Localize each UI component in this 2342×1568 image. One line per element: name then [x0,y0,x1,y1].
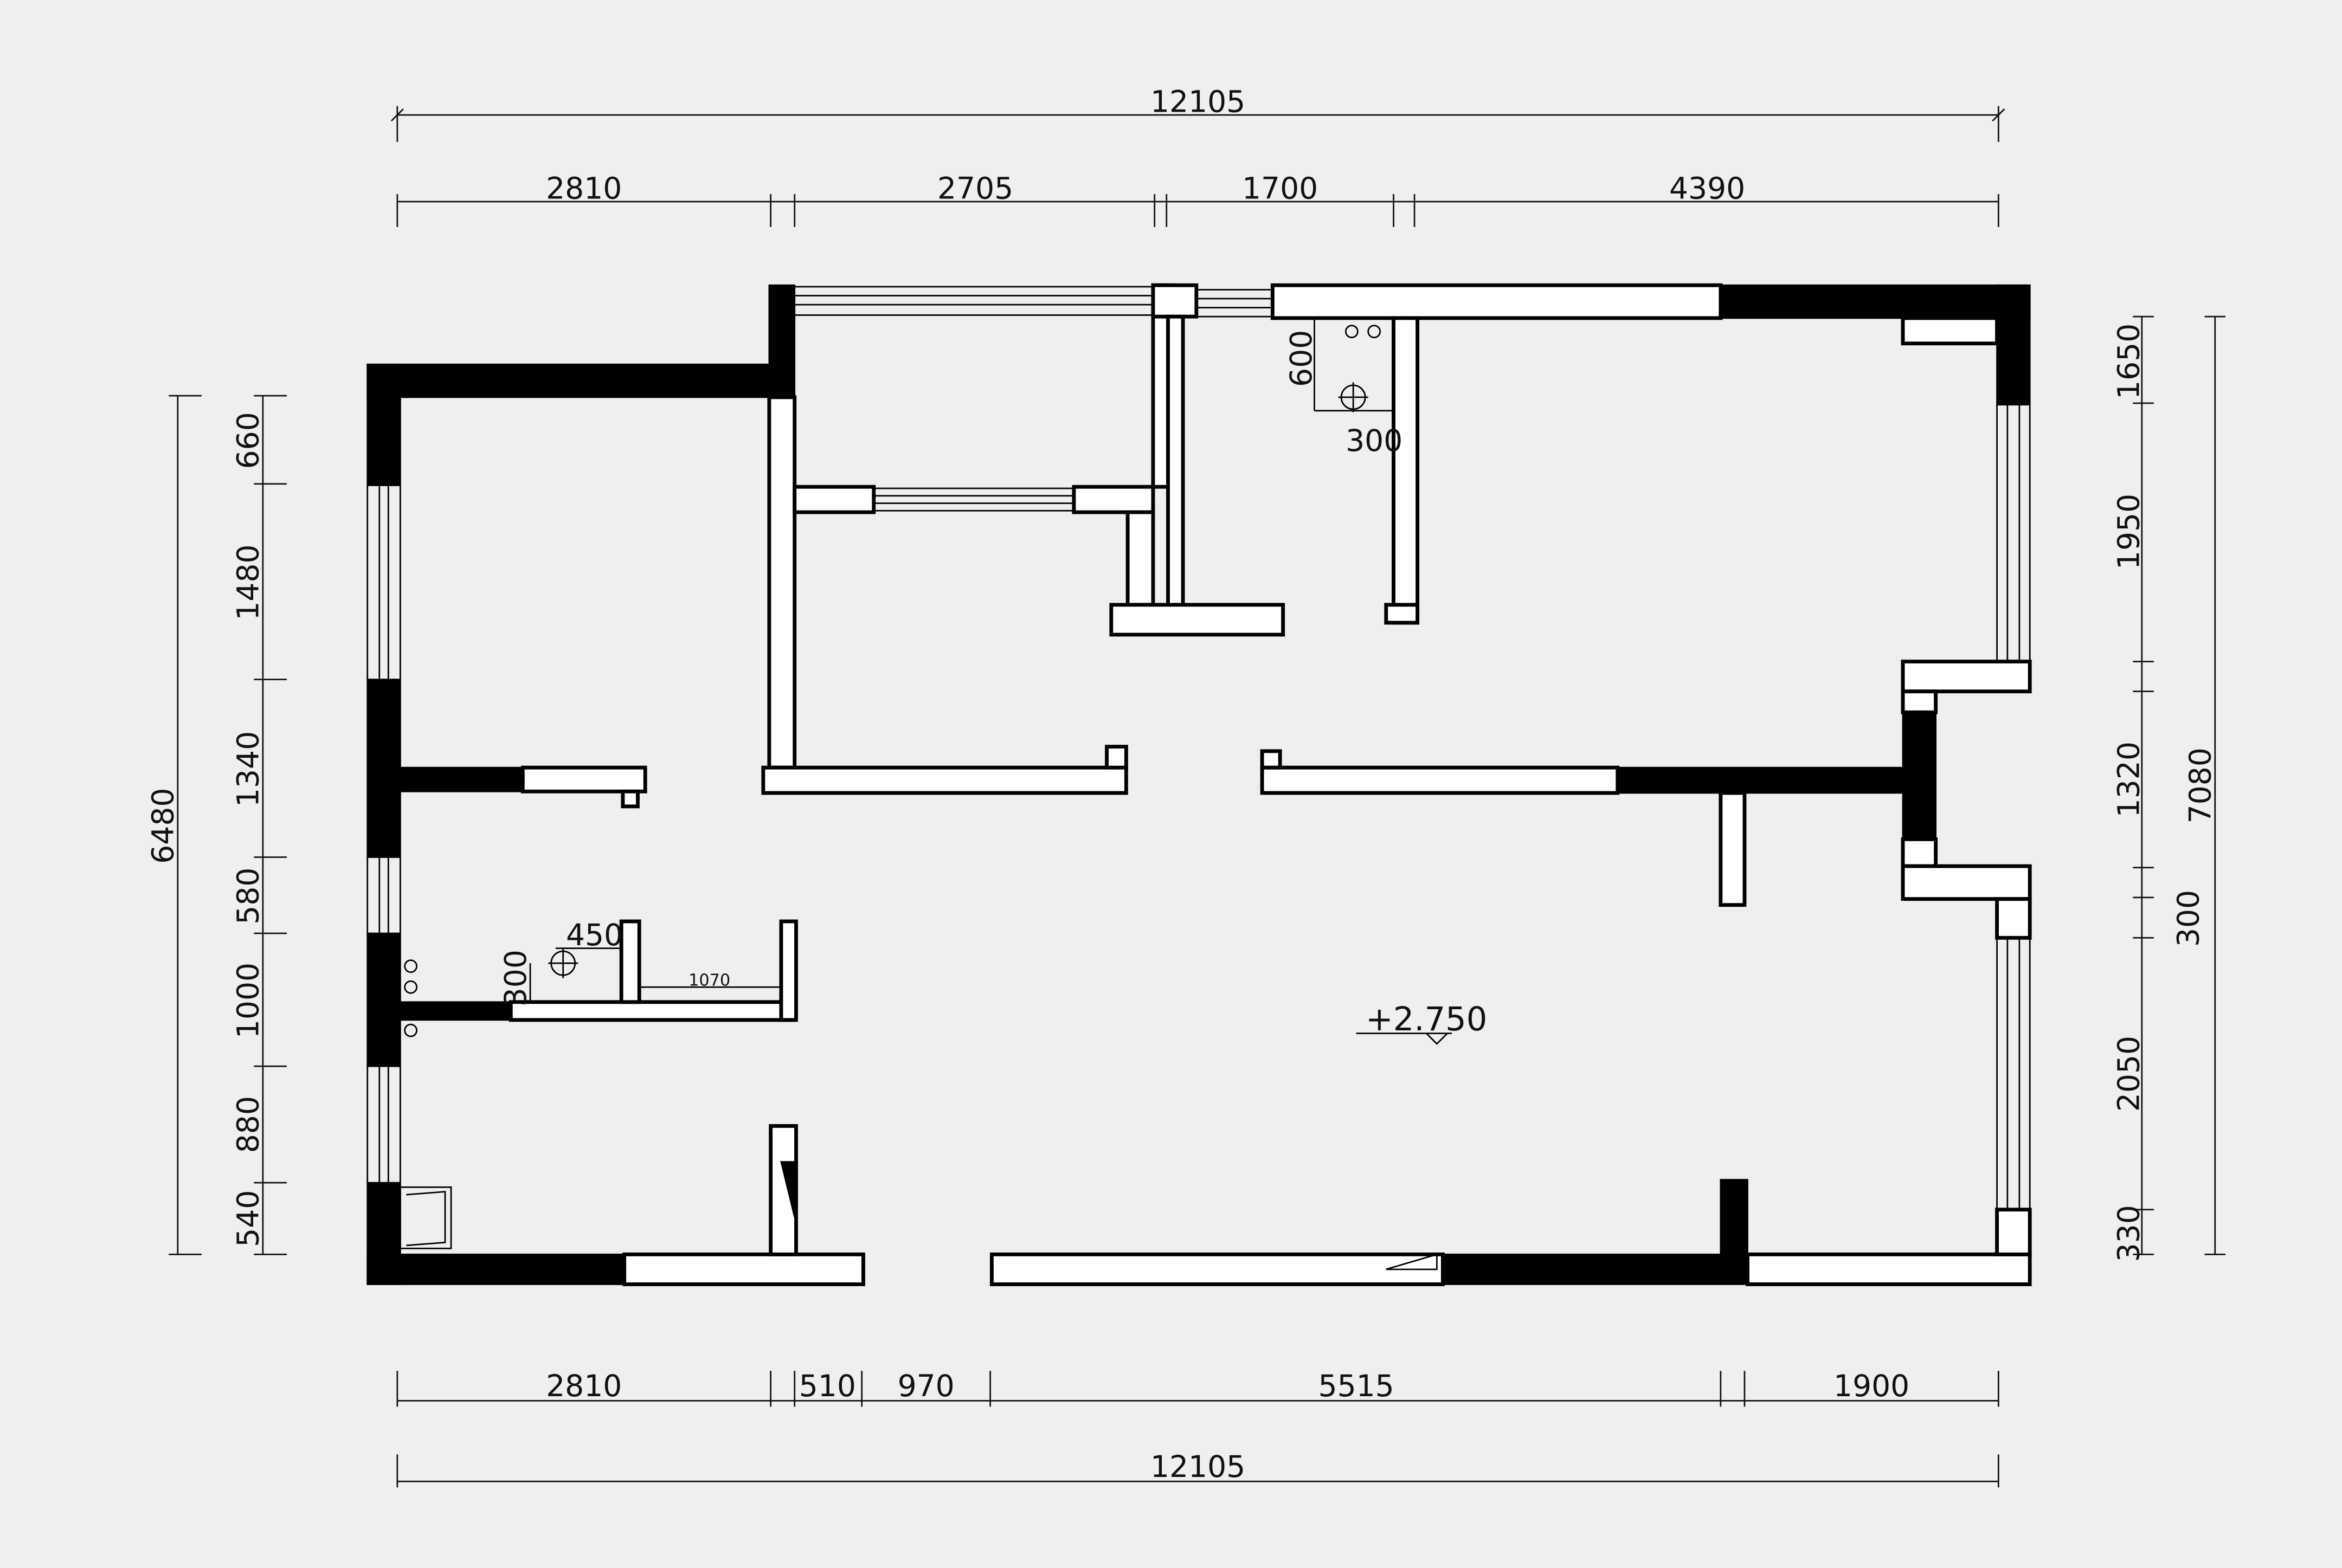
wall [779,919,798,1022]
structural-wall [1720,1179,1748,1255]
wall [1166,314,1185,607]
wall [1270,283,1723,320]
window [366,857,401,934]
structural-wall [1902,711,1936,840]
shaft-dimension: 600 [1284,330,1318,387]
wall [1260,765,1620,795]
window [1196,289,1273,318]
window [366,1066,401,1183]
wall [1746,1252,2032,1286]
dim-right-segment: 1650 [2111,324,2146,399]
wall [1719,791,1747,907]
wall [1901,660,2032,694]
dim-left-segment: 1340 [231,731,266,807]
shaft-dimension: 450 [566,918,623,952]
wall [622,1252,865,1286]
dim-right-segment: 2050 [2111,1036,2146,1112]
window [1996,404,2031,662]
dim-top-segment: 2705 [937,171,1013,205]
dim-right-segment: 1320 [2111,741,2146,817]
wall [619,919,641,1004]
structural-wall [366,363,401,486]
walls [366,283,2032,1286]
dim-left-segment: 540 [231,1190,266,1247]
pipe-shaft [404,947,622,1037]
elevation-symbol [1356,1033,1452,1045]
dim-bottom-segment: 1900 [1833,1369,1909,1403]
wall [1260,749,1282,770]
floor-drain-box [406,1191,446,1247]
wall [1072,485,1155,514]
dimension-labels: 12105 2810 2705 1700 4390 2810 510 970 5… [146,85,2218,1484]
wall [1995,1208,2032,1256]
fixtures: 600 300 450 300 1070 +2.750 [399,317,1487,1249]
wall [1384,603,1420,625]
dim-right-segment: 330 [2111,1205,2146,1262]
structural-wall [1720,284,2031,319]
dim-left-segment: 1480 [231,544,266,620]
structural-wall [399,1001,512,1021]
shaft-dimension: 300 [498,950,533,1006]
dim-right-overall: 7080 [2183,747,2218,823]
dim-left-segment: 580 [231,868,266,925]
meter-box [1386,1253,1438,1270]
structural-wall [366,363,793,398]
dim-bottom-segment: 970 [898,1369,955,1403]
dimension-lines [169,106,2226,1488]
window [366,485,401,680]
wall [793,485,876,514]
wall [761,765,1128,795]
dim-bottom-segment: 5515 [1318,1369,1394,1403]
structural-wall [768,284,796,398]
window [873,487,1074,512]
structural-wall [780,1161,796,1217]
wall [1105,745,1128,770]
wall [509,1000,797,1022]
wall [1125,510,1155,607]
structural-wall [366,1254,626,1285]
dim-left-overall: 6480 [146,788,181,864]
structural-wall [1617,766,1904,794]
dim-left-segment: 660 [231,412,266,469]
window [1996,938,2031,1210]
wall [1901,316,1999,346]
elevation-label: +2.750 [1366,1001,1487,1038]
dim-top-overall: 12105 [1150,85,1245,119]
wall [1901,689,1938,714]
wall [767,395,797,770]
floor-drain-box [399,1186,452,1249]
wall [1109,603,1285,637]
structural-wall [1996,284,2031,406]
dim-top-segment: 4390 [1669,171,1745,205]
wall [1901,864,2032,901]
wall [520,765,647,793]
wall [1995,897,2032,940]
dim-left-segment: 1000 [231,963,266,1038]
structural-wall [366,932,401,1067]
wall [1901,837,1938,868]
shaft-dimension: 300 [1346,423,1402,458]
dim-bottom-segment: 510 [799,1369,856,1403]
dim-bottom-segment: 2810 [546,1369,622,1403]
wall [1151,283,1199,319]
wall [1392,316,1420,625]
dim-left-segment: 880 [231,1096,266,1153]
counter-label: 1070 [689,971,730,990]
dim-top-segment: 1700 [1242,171,1318,205]
structural-wall [399,766,524,792]
dim-right-segment: 300 [2171,890,2206,947]
structural-wall [366,679,401,858]
window [794,286,1153,316]
pipe-shaft [1314,317,1394,412]
dim-right-segment: 1950 [2111,494,2146,570]
wall [621,789,640,809]
structural-wall [1442,1254,1748,1285]
dim-top-segment: 2810 [546,171,622,205]
wall [989,1252,1445,1286]
dim-bottom-overall: 12105 [1150,1449,1245,1484]
